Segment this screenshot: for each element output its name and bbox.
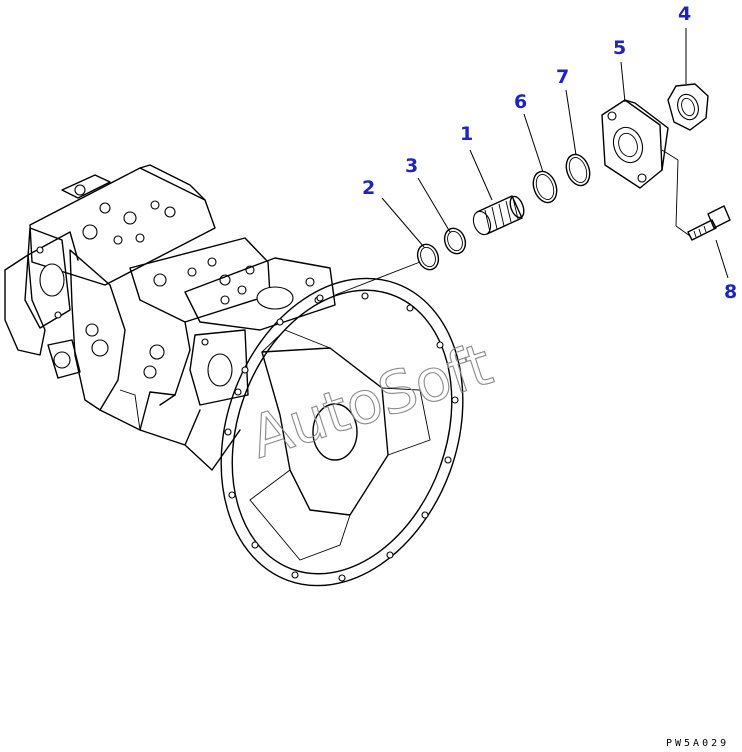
- callout-8: 8: [724, 281, 737, 303]
- flange-bolt-holes: [224, 292, 459, 582]
- hydraulic-pump-assembly: [4, 164, 336, 471]
- flange-part-5: [601, 99, 669, 189]
- nut-part-4: [667, 83, 709, 131]
- o-ring-part-6: [532, 170, 558, 204]
- flywheel-housing: [220, 277, 464, 587]
- o-ring-part-7: [565, 153, 591, 187]
- callout-1: 1: [460, 123, 473, 145]
- callout-7: 7: [556, 66, 569, 88]
- leader-lines: [334, 28, 729, 296]
- callout-5: 5: [613, 37, 626, 59]
- bolt-part-8: [687, 205, 731, 241]
- callout-6: 6: [514, 91, 527, 113]
- callout-labels: 1 2 3 4 5 6 7 8: [362, 3, 737, 303]
- callout-3: 3: [405, 155, 418, 177]
- backup-ring-part-3: [443, 227, 467, 255]
- callout-4: 4: [678, 3, 691, 25]
- spring-plug-part-1: [472, 195, 525, 236]
- callout-2: 2: [362, 177, 375, 199]
- drawing-reference-code: PW5A029: [666, 738, 729, 749]
- o-ring-part-2: [416, 243, 440, 271]
